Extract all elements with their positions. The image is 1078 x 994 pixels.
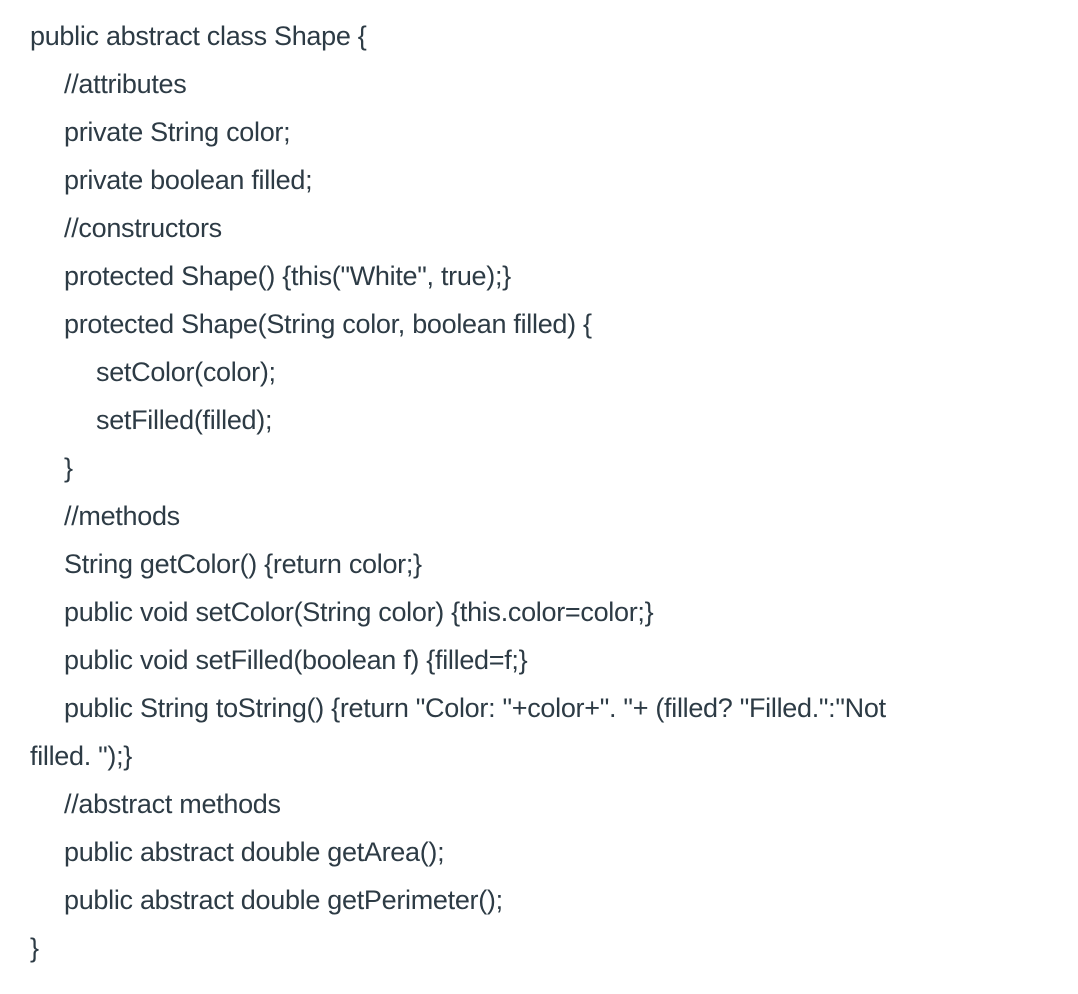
code-line: filled. ");} [30, 741, 133, 771]
java-code-block: public abstract class Shape { //attribute… [30, 21, 886, 963]
code-line: } [64, 453, 73, 483]
code-line: //attributes [64, 69, 187, 99]
code-line: private boolean filled; [64, 165, 313, 195]
code-line: protected Shape() {this("White", true);} [64, 261, 511, 291]
code-line: public void setColor(String color) {this… [64, 597, 654, 627]
code-line: String getColor() {return color;} [64, 549, 422, 579]
code-line: //abstract methods [64, 789, 281, 819]
code-line: public abstract double getPerimeter(); [64, 885, 503, 915]
code-line: protected Shape(String color, boolean fi… [64, 309, 592, 339]
code-line: public void setFilled(boolean f) {filled… [64, 645, 528, 675]
code-line: private String color; [64, 117, 291, 147]
code-line: setFilled(filled); [96, 405, 273, 435]
code-line: //methods [64, 501, 180, 531]
code-line: //constructors [64, 213, 222, 243]
code-line: public String toString() {return "Color:… [64, 693, 886, 723]
code-line: public abstract class Shape { [30, 21, 367, 51]
code-line: setColor(color); [96, 357, 276, 387]
code-line: public abstract double getArea(); [64, 837, 445, 867]
code-line: } [30, 933, 39, 963]
